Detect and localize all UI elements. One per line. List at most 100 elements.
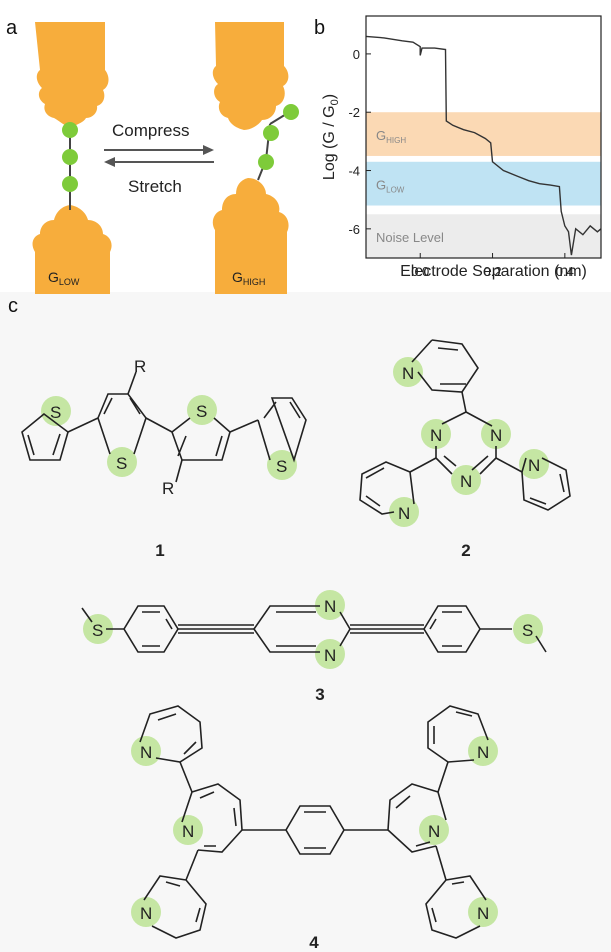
atom-s: S <box>50 403 61 422</box>
bond <box>495 457 523 473</box>
bond <box>179 761 193 793</box>
band-label-0: GHIGH <box>376 128 406 145</box>
compound-1-label: 1 <box>155 541 164 560</box>
left-top-electrode <box>35 22 109 128</box>
right-molecule-bead-3 <box>258 154 274 170</box>
methyl-bond <box>535 635 547 653</box>
conductance-trace <box>365 35 602 256</box>
atom-n: N <box>460 472 472 491</box>
atom-n: N <box>182 822 194 841</box>
panel-b-label: b <box>314 17 325 39</box>
compound-3-label: 3 <box>315 685 324 704</box>
methyl-bond <box>81 607 93 623</box>
x-tick-label: 0.2 <box>483 264 501 279</box>
bond <box>461 391 467 413</box>
compound-4-label: 4 <box>309 933 319 952</box>
pyridine-ring <box>143 875 207 939</box>
thiophene-ring <box>21 412 69 461</box>
pyridine-ring <box>387 783 447 853</box>
compound-4-structure <box>131 705 498 939</box>
compound-2-label: 2 <box>461 541 470 560</box>
g-high-label: GHIGH <box>232 269 265 287</box>
right-bottom-electrode <box>212 178 289 294</box>
compound-3-structure <box>81 590 547 669</box>
band-0 <box>366 112 601 156</box>
y-tick-label: 0 <box>353 47 360 62</box>
bond <box>409 457 437 473</box>
bond <box>435 845 447 881</box>
atom-s: S <box>92 621 103 640</box>
atom-n: N <box>490 426 502 445</box>
highlight-s <box>107 447 137 477</box>
left-molecule-bead-3 <box>62 176 78 192</box>
pyridine-ring <box>411 339 479 393</box>
compound-1-atoms: S S S S R R <box>50 357 287 498</box>
pyridine-ring <box>359 461 415 515</box>
compound-3-atoms: S N N S <box>92 597 533 665</box>
left-molecule-bead-1 <box>62 122 78 138</box>
highlight-s <box>187 395 217 425</box>
atom-r: R <box>162 479 174 498</box>
atom-s: S <box>196 402 207 421</box>
right-junction: GHIGH <box>212 22 299 294</box>
band-2 <box>366 214 601 258</box>
panel-c-label: c <box>8 295 18 317</box>
x-tick-label: 0.4 <box>556 264 574 279</box>
compound-4-atoms: N N N N N N <box>140 743 489 923</box>
left-bottom-electrode <box>32 205 112 294</box>
atom-n: N <box>477 904 489 923</box>
pyridine-ring <box>425 875 487 939</box>
stretch-arrowhead <box>104 157 115 167</box>
atom-n: N <box>402 364 414 383</box>
atom-n: N <box>430 426 442 445</box>
left-junction: GLOW <box>32 22 112 294</box>
atom-n: N <box>324 646 336 665</box>
atom-n: N <box>140 743 152 762</box>
atom-n: N <box>140 904 152 923</box>
pyridine-ring <box>181 783 243 853</box>
r-bond <box>175 459 183 483</box>
thiophene-ring <box>257 397 307 463</box>
plot-frame <box>365 15 602 259</box>
bond <box>229 419 259 433</box>
atom-s: S <box>522 621 533 640</box>
left-molecule-bead-2 <box>62 149 78 165</box>
compound-1-structure <box>21 371 307 483</box>
band-label-2: Noise Level <box>376 230 444 245</box>
atom-n: N <box>398 504 410 523</box>
compound-2-structure <box>359 339 571 527</box>
compress-stretch-arrows: Compress Stretch <box>104 121 214 196</box>
bond <box>437 761 449 793</box>
x-tick-label: 0.0 <box>411 264 429 279</box>
band-label-1: GLOW <box>376 178 405 195</box>
right-top-electrode <box>212 22 289 130</box>
atom-n: N <box>324 597 336 616</box>
atom-r: R <box>134 357 146 376</box>
highlight-s <box>267 450 297 480</box>
band-1 <box>366 161 601 206</box>
right-molecule-bead-2 <box>263 125 279 141</box>
pyridine-ring <box>427 705 489 763</box>
atom-n: N <box>477 743 489 762</box>
g-low-label: GLOW <box>48 269 80 287</box>
compound-2-atoms: N N N N N N <box>398 364 540 523</box>
atom-n: N <box>428 822 440 841</box>
pyridine-ring <box>521 457 571 511</box>
right-molecule-bead-1 <box>283 104 299 120</box>
x-axis-label: Electrode Separation (nm) <box>400 263 587 280</box>
bond <box>145 417 173 433</box>
panel-a-label: a <box>6 17 18 39</box>
benzene-ring <box>123 605 179 653</box>
bond <box>185 849 199 881</box>
benzene-ring <box>423 605 481 653</box>
y-tick-label: -4 <box>348 164 360 179</box>
thiophene-ring <box>97 393 147 455</box>
atom-s: S <box>116 454 127 473</box>
r-bond <box>127 371 137 395</box>
highlight-s <box>41 396 71 426</box>
stretch-label: Stretch <box>128 177 182 196</box>
compress-label: Compress <box>112 121 189 140</box>
benzene-ring <box>285 805 345 855</box>
